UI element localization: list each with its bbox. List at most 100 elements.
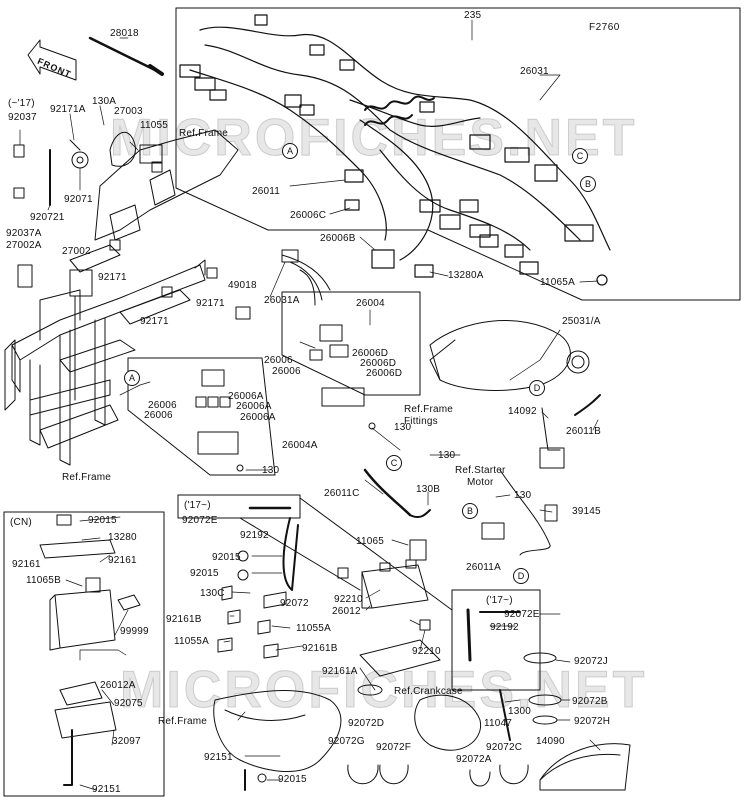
part-label: 26006A [240, 412, 276, 423]
part-label: 92161 [12, 559, 41, 570]
part-label: 130C [200, 588, 225, 599]
part-label: 26006A [228, 391, 264, 402]
callout-c: C [572, 148, 588, 164]
harness-box-outline [175, 7, 741, 301]
part-label: 26006D [360, 358, 397, 369]
part-label: 26006B [320, 233, 356, 244]
year-note-17-after-a: ('17~) [184, 500, 211, 511]
part-label: 11065B [26, 575, 61, 586]
part-label: 11055A [296, 623, 331, 634]
part-label: 26011B [566, 426, 601, 437]
part-label: 92072A [456, 754, 492, 765]
part-label: 92071 [64, 194, 93, 205]
part-label: 130 [262, 465, 280, 476]
part-label: 92015 [190, 568, 219, 579]
part-label: 92072 [280, 598, 309, 609]
part-label: 26006 [148, 400, 177, 411]
ref-starter-motor: Ref.Starter Motor [455, 465, 506, 488]
part-label: 13280 [108, 532, 137, 543]
watermark-top: MICROFICHES.NET [109, 109, 638, 168]
part-label: 99999 [120, 626, 149, 637]
part-label: 49018 [228, 280, 257, 291]
part-label: 26006C [290, 210, 327, 221]
part-label: 14092 [508, 406, 537, 417]
relay-box-outline [281, 291, 421, 396]
part-label: 92015 [88, 515, 117, 526]
part-label: 27002A [6, 240, 42, 251]
part-label: 26031A [264, 295, 300, 306]
ref-frame-bottom: Ref.Frame [158, 716, 208, 727]
part-label: 130 [514, 490, 532, 501]
part-label: 92210 [334, 594, 363, 605]
part-label: 92072G [328, 736, 365, 747]
callout-b: B [580, 176, 596, 192]
year-note-17-before: (~'17) [8, 98, 35, 109]
ref-frame-top: Ref.Frame [179, 128, 229, 139]
region-note-cn: (CN) [10, 517, 32, 528]
part-label: 28018 [110, 28, 139, 39]
part-label: 92161B [166, 614, 202, 625]
part-label: 92161 [108, 555, 137, 566]
part-label: 92192 [240, 530, 269, 541]
part-label: 92072F [376, 742, 412, 753]
frame-fittings-drawing [429, 320, 571, 391]
part-label: 32097 [112, 736, 141, 747]
callout-d: D [513, 568, 529, 584]
part-label: 11065 [356, 536, 385, 547]
part-label: 92171 [98, 272, 127, 283]
part-label: 235 [464, 10, 482, 21]
ref-crankcase: Ref.Crankcase [394, 686, 463, 697]
battery-drawing [361, 564, 429, 609]
part-label: 92072C [486, 742, 523, 753]
front-arrow-shape [27, 39, 77, 81]
part-label: 26004 [356, 298, 385, 309]
part-label: 92072J [574, 656, 609, 667]
part-label: 26031 [520, 66, 549, 77]
part-label: 26006 [272, 366, 301, 377]
part-label: 26011 [252, 186, 281, 197]
part-label: 26006A [236, 401, 272, 412]
part-label: 130 [394, 422, 412, 433]
part-label: 11047 [484, 718, 513, 729]
part-label: 11065A [540, 277, 575, 288]
part-label: 26006 [264, 355, 293, 366]
part-label: 92075 [114, 698, 143, 709]
part-label: 92037A [6, 228, 42, 239]
part-label: 11055 [140, 120, 169, 131]
part-label: 26012A [100, 680, 136, 691]
part-label: 26011A [466, 562, 501, 573]
part-label: 11055A [174, 636, 209, 647]
part-label: 92015 [278, 774, 307, 785]
part-label: 92192 [490, 622, 519, 633]
part-label: 92171 [196, 298, 225, 309]
part-label: 130A [92, 96, 117, 107]
part-label: 92151 [204, 752, 233, 763]
callout-a: A [282, 143, 298, 159]
part-label: 92037 [8, 112, 37, 123]
callout-b: B [462, 503, 478, 519]
part-label: 26006D [366, 368, 403, 379]
relay-box-outline-2 [127, 357, 276, 476]
callout-d: D [529, 380, 545, 396]
part-label: 26004A [282, 440, 318, 451]
part-label: 130 [438, 450, 456, 461]
part-label: 39145 [572, 506, 601, 517]
main-harness-drawing [179, 14, 611, 286]
part-label: 92171 [140, 316, 169, 327]
part-label: 14090 [536, 736, 565, 747]
figure-code: F2760 [589, 22, 620, 33]
main-frame-drawing [4, 129, 239, 466]
ref-frame-fittings: Ref.Frame Fittings [404, 404, 454, 427]
part-label: 92171A [50, 104, 86, 115]
part-label: 92072H [574, 716, 611, 727]
part-label: 26006D [352, 348, 389, 359]
part-label: 92072E [182, 515, 218, 526]
skid-plate-drawing [213, 690, 342, 773]
part-label: 26011C [324, 488, 360, 499]
part-label: 26006 [144, 410, 173, 421]
part-label: 92161A [322, 666, 358, 677]
part-label: 92072B [572, 696, 608, 707]
part-label: 27003 [114, 106, 143, 117]
